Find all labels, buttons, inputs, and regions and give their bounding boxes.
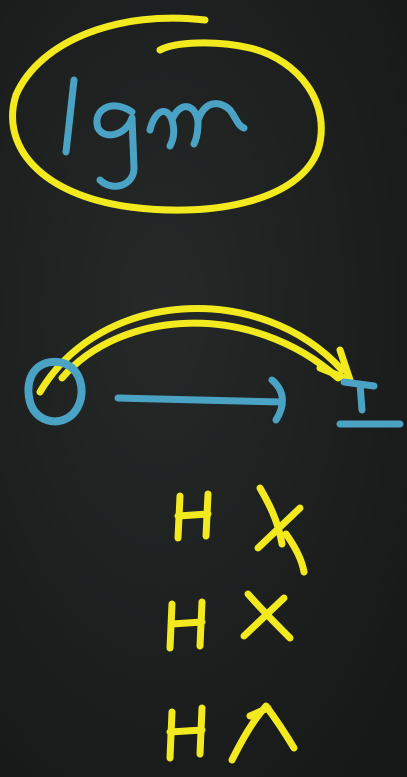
yellow-ellipse — [9, 14, 325, 214]
blue-circle — [24, 357, 86, 426]
yellow-arc-inner — [58, 319, 342, 382]
handwritten-hx-row-3 — [166, 702, 298, 764]
handwritten-hx-row-1 — [174, 484, 308, 576]
yellow-arc-outer — [36, 305, 346, 396]
blue-arrow-line — [114, 394, 286, 406]
handwritten-hx-row-2 — [166, 590, 294, 652]
blue-arrow-head — [268, 376, 286, 424]
handwritten-1gm — [62, 76, 248, 190]
blue-right-mark — [336, 378, 404, 428]
